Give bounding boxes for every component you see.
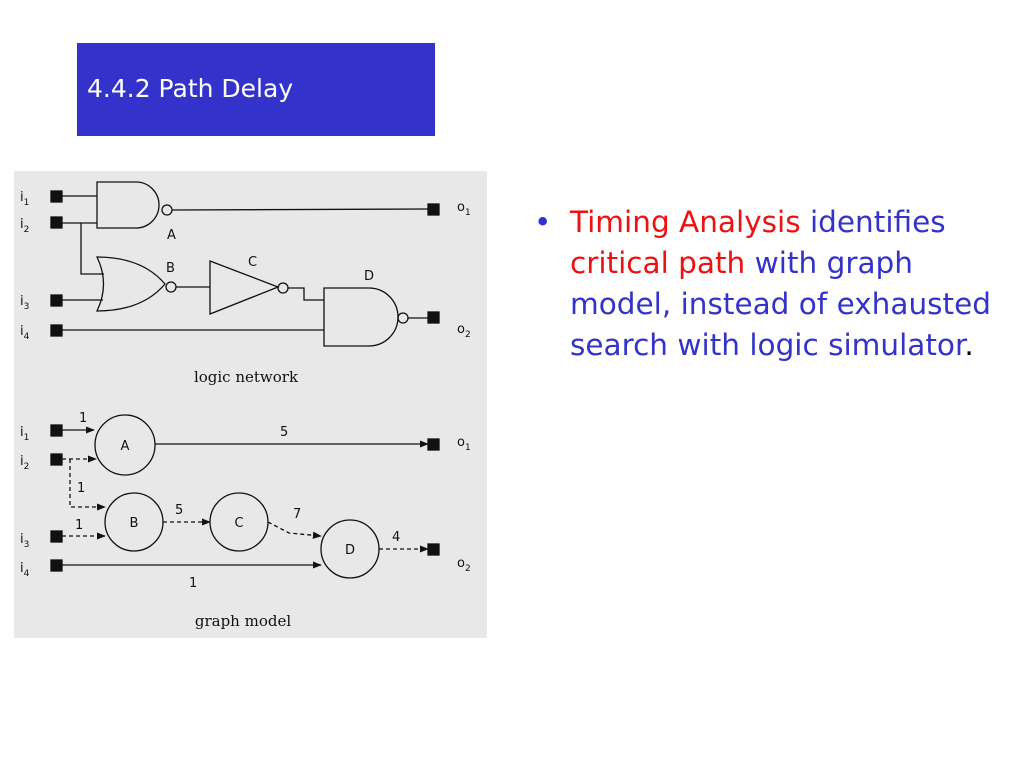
caption-graph-model: graph model xyxy=(195,612,291,630)
node-b-label: B xyxy=(130,516,139,531)
label-o2-bottom: o2 xyxy=(457,556,471,574)
weight-d-o2: 4 xyxy=(392,530,400,545)
slide-title: 4.4.2 Path Delay xyxy=(87,74,294,103)
weight-b-c: 5 xyxy=(175,503,183,518)
bullet-timing-analysis: Timing Analysis xyxy=(570,205,801,239)
bullet-list: • Timing Analysis identifies critical pat… xyxy=(532,202,1012,366)
label-i2-bottom: i2 xyxy=(20,454,29,472)
pad-o2-bottom xyxy=(427,543,440,556)
label-i3-top: i3 xyxy=(20,294,29,312)
node-a xyxy=(94,414,156,476)
gate-c xyxy=(209,260,280,315)
label-i4-bottom: i4 xyxy=(20,561,30,579)
pad-o1-bottom xyxy=(427,438,440,451)
label-o2-top: o2 xyxy=(457,322,471,340)
node-d-label: D xyxy=(345,543,355,558)
label-i3-bottom: i3 xyxy=(20,532,29,550)
title-box: 4.4.2 Path Delay xyxy=(77,43,435,136)
gate-c-label: C xyxy=(248,255,257,270)
caption-logic-network: logic network xyxy=(194,368,299,386)
weight-i2-b: 1 xyxy=(77,481,85,496)
pad-o1-top xyxy=(427,203,440,216)
bullet-dot: • xyxy=(534,205,552,239)
edge-i2-b xyxy=(69,459,106,511)
pad-i4-top xyxy=(50,324,63,337)
gate-b-label: B xyxy=(166,261,175,276)
node-a-label: A xyxy=(121,439,130,454)
label-i4-top: i4 xyxy=(20,324,30,342)
circuit-figure: i1 i2 i3 i4 o1 o2 A B C D logic network … xyxy=(14,171,487,638)
node-c-label: C xyxy=(234,516,243,531)
label-i1-top: i1 xyxy=(20,190,29,208)
pad-o2-top xyxy=(427,311,440,324)
weight-c-d: 7 xyxy=(293,507,301,522)
bullet-critical-path: critical path xyxy=(570,246,746,280)
label-i2-top: i2 xyxy=(20,217,29,235)
gate-a-label: A xyxy=(167,228,176,243)
weight-i3-b: 1 xyxy=(75,518,83,533)
circuit-diagram: i1 i2 i3 i4 o1 o2 A B C D logic network … xyxy=(20,181,471,630)
gate-a xyxy=(96,181,160,229)
pad-i3-bottom xyxy=(50,530,63,543)
pad-i4-bottom xyxy=(50,559,63,572)
bullet-period: . xyxy=(964,328,974,362)
bullet-item: • Timing Analysis identifies critical pat… xyxy=(532,202,1012,366)
gate-d xyxy=(323,287,399,347)
pad-i1-bottom xyxy=(50,424,63,437)
pad-i3-top xyxy=(50,294,63,307)
weight-i1-a: 1 xyxy=(79,411,87,426)
pad-i1-top xyxy=(50,190,63,203)
edge-c-d xyxy=(267,521,322,539)
gate-d-label: D xyxy=(364,269,374,284)
pad-i2-top xyxy=(50,216,63,229)
bullet-identifies: identifies xyxy=(809,205,946,239)
label-o1-top: o1 xyxy=(457,200,471,218)
bullet-rest: with graph model, instead of exhausted s… xyxy=(570,246,991,362)
weight-i4-d: 1 xyxy=(189,576,197,591)
gate-b xyxy=(95,256,166,312)
weight-a-o1: 5 xyxy=(280,425,288,440)
label-o1-bottom: o1 xyxy=(457,435,471,453)
pad-i2-bottom xyxy=(50,453,63,466)
label-i1-bottom: i1 xyxy=(20,425,29,443)
